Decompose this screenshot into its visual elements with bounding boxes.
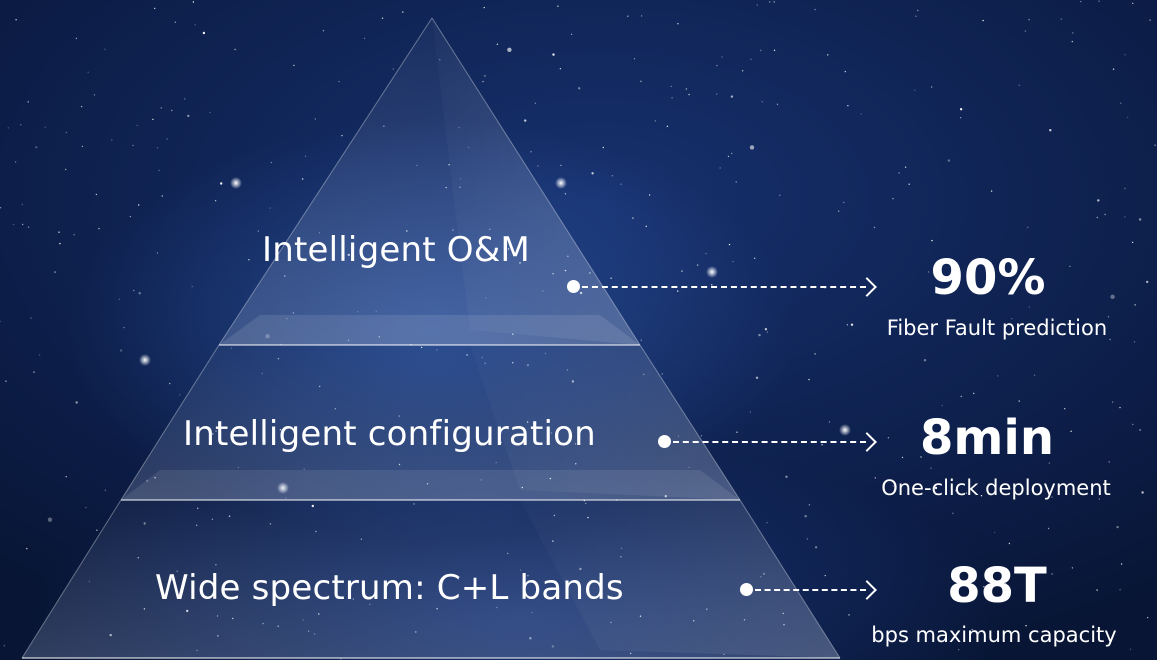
pyramid-tier-bottom — [21, 499, 841, 659]
pyramid-tier-top — [218, 17, 641, 346]
metric-desc-capacity: bps maximum capacity — [871, 623, 1117, 647]
tier-label-intelligent-om: Intelligent O&M — [262, 230, 530, 270]
connector-dashed-line — [673, 441, 866, 443]
connector-dot — [567, 280, 580, 293]
metric-value-om: 90% — [930, 250, 1046, 306]
tier-label-intelligent-configuration: Intelligent configuration — [183, 414, 596, 454]
connector-dot — [658, 435, 671, 448]
metric-value-capacity: 88T — [947, 558, 1047, 614]
metric-desc-om: Fiber Fault prediction — [886, 316, 1108, 340]
connector-dashed-line — [582, 286, 866, 288]
metric-desc-configuration: One-click deployment — [881, 476, 1111, 500]
tier-label-wide-spectrum: Wide spectrum: C+L bands — [155, 568, 624, 608]
metric-value-configuration: 8min — [919, 410, 1055, 466]
connector-dashed-line — [755, 589, 866, 591]
connector-dot — [740, 583, 753, 596]
pyramid-tier-middle — [120, 344, 741, 501]
